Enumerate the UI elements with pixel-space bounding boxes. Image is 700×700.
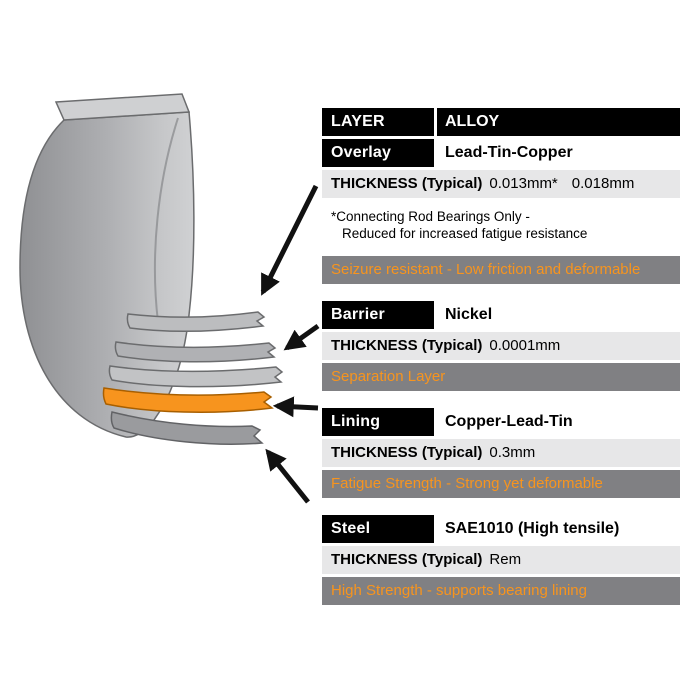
layer-row: Lining Copper-Lead-Tin bbox=[322, 408, 680, 436]
bearing-top-face bbox=[54, 93, 191, 121]
arrow-to-steel bbox=[265, 448, 310, 504]
property-row: Separation Layer bbox=[322, 363, 680, 391]
property-row: Fatigue Strength - Strong yet deformable bbox=[322, 470, 680, 498]
overlay-layer-band bbox=[126, 311, 266, 332]
arrow-to-overlay bbox=[260, 184, 319, 296]
thickness-label: THICKNESS (Typical) bbox=[331, 337, 483, 354]
alloy-name: Nickel bbox=[437, 301, 680, 329]
layer-row: Overlay Lead-Tin-Copper bbox=[322, 139, 680, 167]
property-row: High Strength - supports bearing lining bbox=[322, 577, 680, 605]
alloy-name: Lead-Tin-Copper bbox=[437, 139, 680, 167]
layer-name: Steel bbox=[322, 515, 434, 543]
section-barrier: Barrier Nickel THICKNESS (Typical) 0.0001… bbox=[322, 301, 680, 394]
section-lining: Lining Copper-Lead-Tin THICKNESS (Typica… bbox=[322, 408, 680, 501]
arrow-to-lining bbox=[272, 396, 319, 418]
thickness-value-2: 0.018mm bbox=[571, 175, 635, 192]
footnote-line-2: Reduced for increased fatigue resistance bbox=[342, 226, 588, 241]
footnote-line-1: *Connecting Rod Bearings Only - bbox=[331, 209, 530, 224]
bearing-bore-curve bbox=[153, 117, 179, 323]
thickness-label: THICKNESS (Typical) bbox=[331, 175, 483, 192]
alloy-name: Copper-Lead-Tin bbox=[437, 408, 680, 436]
inner-step-band bbox=[108, 365, 284, 388]
arrow-to-barrier bbox=[283, 323, 320, 351]
header-layer-cell: LAYER bbox=[322, 108, 434, 136]
thickness-value: Rem bbox=[489, 551, 522, 568]
section-steel: Steel SAE1010 (High tensile) THICKNESS (… bbox=[322, 515, 680, 608]
table-header-row: LAYER ALLOY bbox=[322, 108, 680, 136]
barrier-layer-band bbox=[114, 341, 277, 363]
thickness-row: THICKNESS (Typical) Rem bbox=[322, 546, 680, 574]
lining-layer-band bbox=[102, 387, 274, 413]
layer-name: Lining bbox=[322, 408, 434, 436]
footnote: *Connecting Rod Bearings Only - Reduced … bbox=[322, 201, 680, 253]
header-alloy-cell: ALLOY bbox=[437, 108, 680, 136]
thickness-row: THICKNESS (Typical) 0.0001mm bbox=[322, 332, 680, 360]
layer-name: Barrier bbox=[322, 301, 434, 329]
thickness-row: THICKNESS (Typical) 0.013mm* 0.018mm bbox=[322, 170, 680, 198]
layer-row: Barrier Nickel bbox=[322, 301, 680, 329]
layer-row: Steel SAE1010 (High tensile) bbox=[322, 515, 680, 543]
thickness-row: THICKNESS (Typical) 0.3mm bbox=[322, 439, 680, 467]
layer-info-table: LAYER ALLOY Overlay Lead-Tin-Copper THIC… bbox=[322, 108, 680, 608]
thickness-value: 0.0001mm bbox=[489, 337, 561, 354]
thickness-label: THICKNESS (Typical) bbox=[331, 551, 483, 568]
steel-layer-band bbox=[110, 411, 264, 445]
section-overlay: Overlay Lead-Tin-Copper THICKNESS (Typic… bbox=[322, 139, 680, 287]
alloy-name: SAE1010 (High tensile) bbox=[437, 515, 680, 543]
thickness-value: 0.3mm bbox=[489, 444, 536, 461]
thickness-label: THICKNESS (Typical) bbox=[331, 444, 483, 461]
layer-name: Overlay bbox=[322, 139, 434, 167]
property-row: Seizure resistant - Low friction and def… bbox=[322, 256, 680, 284]
thickness-value: 0.013mm* bbox=[489, 175, 558, 192]
